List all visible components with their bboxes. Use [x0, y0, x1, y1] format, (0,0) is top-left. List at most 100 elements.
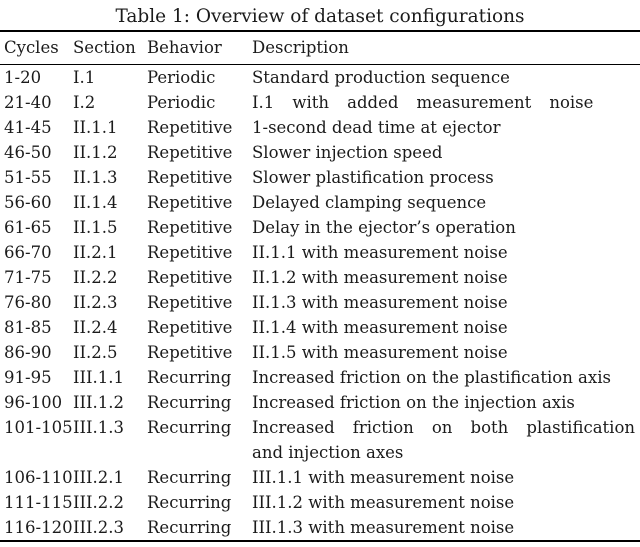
description-cell: Increased friction on the injection axis	[252, 393, 575, 412]
description-cell: 1-second dead time at ejector	[252, 118, 501, 137]
section-cell: III.1.1	[73, 368, 125, 387]
section-cell: II.1.4	[73, 193, 118, 212]
description-cell: II.1.4 with measurement noise	[252, 318, 508, 337]
description-cell: Slower plastification process	[252, 168, 494, 187]
description-cell: Standard production sequence	[252, 68, 510, 87]
behavior-cell: Repetitive	[147, 118, 233, 137]
cycles-cell: 61-65	[4, 218, 52, 237]
behavior-cell: Repetitive	[147, 318, 233, 337]
behavior-cell: Recurring	[147, 368, 232, 387]
behavior-cell: Repetitive	[147, 143, 233, 162]
section-cell: II.1.2	[73, 143, 118, 162]
description-cell: Increased friction on both plastificatio…	[252, 415, 640, 465]
table-row: 76-80 II.2.3 Repetitive II.1.3 with measure…	[0, 290, 640, 315]
section-cell: III.2.3	[73, 518, 125, 537]
behavior-cell: Repetitive	[147, 343, 233, 362]
behavior-cell: Periodic	[147, 93, 216, 112]
cycles-cell: 21-40	[4, 93, 52, 112]
cycles-cell: 91-95	[4, 368, 52, 387]
column-header-section: Section	[73, 31, 147, 65]
section-cell: III.1.2	[73, 393, 125, 412]
behavior-cell: Repetitive	[147, 168, 233, 187]
section-cell: I.2	[73, 93, 96, 112]
description-cell: Delayed clamping sequence	[252, 193, 487, 212]
behavior-cell: Recurring	[147, 493, 232, 512]
description-cell: III.1.2 with measurement noise	[252, 493, 515, 512]
table-row: 21-40 I.2 Periodic I.1 with added measureme…	[0, 90, 640, 115]
table-caption: Table 1: Overview of dataset configurati…	[115, 6, 525, 27]
behavior-cell: Periodic	[147, 68, 216, 87]
section-cell: II.2.3	[73, 293, 118, 312]
description-cell: III.1.3 with measurement noise	[252, 518, 515, 537]
cycles-cell: 101-105	[4, 418, 73, 437]
section-cell: II.1.3	[73, 168, 118, 187]
section-cell: III.1.3	[73, 418, 125, 437]
description-cell: III.1.1 with measurement noise	[252, 468, 515, 487]
table-row: 66-70 II.2.1 Repetitive II.1.1 with measure…	[0, 240, 640, 265]
behavior-cell: Repetitive	[147, 243, 233, 262]
table-row: 56-60 II.1.4 Repetitive Delayed clamping se…	[0, 190, 640, 215]
behavior-cell: Recurring	[147, 468, 232, 487]
description-cell: I.1 with added measurement noise	[252, 93, 594, 112]
table-row: 1-20 I.1 Periodic Standard production seque…	[0, 65, 640, 91]
cycles-cell: 111-115	[4, 493, 73, 512]
table-row: 46-50 II.1.2 Repetitive Slower injection sp…	[0, 140, 640, 165]
cycles-cell: 76-80	[4, 293, 52, 312]
cycles-cell: 86-90	[4, 343, 52, 362]
behavior-cell: Repetitive	[147, 218, 233, 237]
behavior-cell: Repetitive	[147, 268, 233, 287]
table-row: 96-100 III.1.2 Recurring Increased friction…	[0, 390, 640, 415]
cycles-cell: 46-50	[4, 143, 52, 162]
header-row: Cycles Section Behavior Description	[0, 31, 640, 65]
table-row: 51-55 II.1.3 Repetitive Slower plastificati…	[0, 165, 640, 190]
table-row: 71-75 II.2.2 Repetitive II.1.2 with measure…	[0, 265, 640, 290]
cycles-cell: 96-100	[4, 393, 63, 412]
section-cell: II.2.5	[73, 343, 118, 362]
description-line: and injection axes	[252, 443, 404, 462]
cycles-cell: 116-120	[4, 518, 73, 537]
behavior-cell: Recurring	[147, 393, 232, 412]
section-cell: II.2.2	[73, 268, 118, 287]
table-row: 86-90 II.2.5 Repetitive II.1.5 with measure…	[0, 340, 640, 365]
behavior-cell: Recurring	[147, 518, 232, 537]
section-cell: III.2.2	[73, 493, 125, 512]
cycles-cell: 41-45	[4, 118, 52, 137]
cycles-cell: 66-70	[4, 243, 52, 262]
section-cell: II.1.5	[73, 218, 118, 237]
description-cell: Delay in the ejector’s operation	[252, 218, 516, 237]
cycles-cell: 1-20	[4, 68, 42, 87]
column-header-cycles: Cycles	[0, 31, 73, 65]
description-cell: II.1.2 with measurement noise	[252, 268, 508, 287]
table-row: 81-85 II.2.4 Repetitive II.1.4 with measure…	[0, 315, 640, 340]
description-cell: II.1.1 with measurement noise	[252, 243, 508, 262]
table-header: Cycles Section Behavior Description	[0, 31, 640, 65]
table-row: 61-65 II.1.5 Repetitive Delay in the ejecto…	[0, 215, 640, 240]
section-cell: II.2.1	[73, 243, 118, 262]
behavior-cell: Repetitive	[147, 293, 233, 312]
behavior-cell: Repetitive	[147, 193, 233, 212]
section-cell: II.2.4	[73, 318, 118, 337]
column-header-behavior: Behavior	[147, 31, 252, 65]
description-cell: II.1.3 with measurement noise	[252, 293, 508, 312]
cycles-cell: 81-85	[4, 318, 52, 337]
dataset-configurations-table: Cycles Section Behavior Description 1-20…	[0, 30, 640, 542]
description-cell: Increased friction on the plastification…	[252, 368, 611, 387]
description-cell: II.1.5 with measurement noise	[252, 343, 508, 362]
column-header-description: Description	[252, 31, 640, 65]
description-cell: Slower injection speed	[252, 143, 443, 162]
cycles-cell: 51-55	[4, 168, 52, 187]
behavior-cell: Recurring	[147, 418, 232, 437]
section-cell: III.2.1	[73, 468, 125, 487]
cycles-cell: 71-75	[4, 268, 52, 287]
table-row: 91-95 III.1.1 Recurring Increased friction …	[0, 365, 640, 390]
cycles-cell: 106-110	[4, 468, 73, 487]
description-line: Increased friction on both plastificatio…	[252, 418, 635, 437]
cycles-cell: 56-60	[4, 193, 52, 212]
section-cell: I.1	[73, 68, 96, 87]
